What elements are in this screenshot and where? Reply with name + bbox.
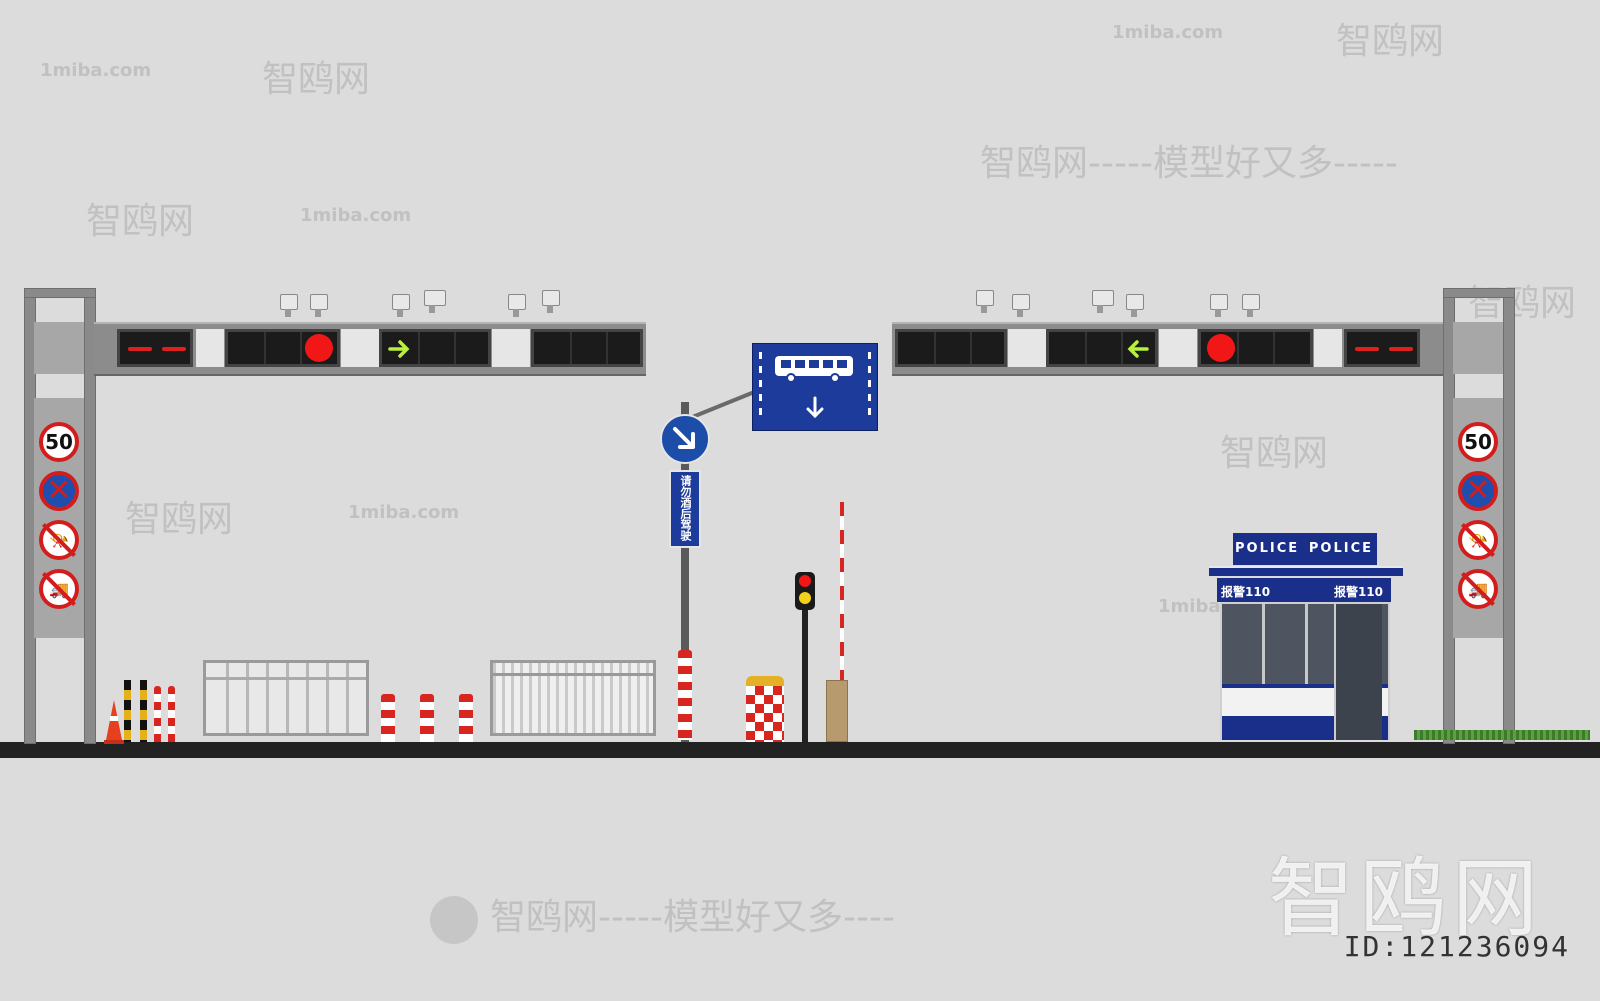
beam-gap	[492, 329, 530, 367]
watermark-brand: 智鸥网	[262, 59, 371, 100]
camera-icon	[1012, 294, 1030, 317]
beam-gap	[341, 329, 379, 367]
watermark-id: ID:121236094	[1343, 930, 1570, 963]
boom-barrier-base	[826, 680, 848, 742]
beam-gap	[1314, 329, 1342, 367]
red-dash-icon	[128, 347, 152, 351]
no-honking-sign-icon: 📯	[39, 520, 79, 560]
traffic-cone-icon	[104, 700, 124, 744]
road-fence	[203, 660, 369, 736]
booth-body	[1220, 602, 1390, 740]
speed-limit-sign: 50	[1458, 422, 1498, 462]
warning-post	[140, 680, 147, 742]
hotline-label: 报警110	[1333, 585, 1383, 599]
camera-icon	[1242, 294, 1260, 317]
watermark-brand: 智鸥网	[125, 499, 234, 540]
road-surface	[0, 742, 1600, 758]
signal-box	[895, 329, 1007, 367]
traffic-light-pole	[802, 600, 808, 742]
signal-box	[1198, 329, 1313, 367]
boom-barrier-arm	[840, 502, 844, 682]
signal-box	[379, 329, 491, 367]
camera-icon	[542, 290, 560, 313]
camera-icon	[976, 290, 994, 313]
watermark-site: 1miba.com	[1112, 22, 1224, 43]
bus-icon	[775, 356, 853, 383]
gantry-pole	[1503, 288, 1515, 744]
watermark-site: 1miba.com	[348, 502, 460, 523]
yellow-light-icon	[799, 592, 811, 604]
camera-icon	[508, 294, 526, 317]
arrow-down-icon	[806, 396, 824, 419]
signal-box	[1046, 329, 1158, 367]
bollard	[420, 694, 434, 742]
booth-roof	[1209, 566, 1403, 576]
hotline-label: 报警110	[1221, 585, 1271, 599]
traffic-light	[795, 572, 815, 610]
beam-gap	[196, 329, 224, 367]
warning-post	[124, 680, 131, 742]
red-light-icon	[1207, 334, 1235, 362]
bollard	[154, 686, 161, 742]
gantry-panel	[1453, 322, 1503, 374]
pole-base-stripes	[678, 650, 692, 740]
camera-icon	[1210, 294, 1228, 317]
beam-gap	[1008, 329, 1046, 367]
camera-icon	[1126, 294, 1144, 317]
sign-pole	[681, 402, 689, 742]
no-trucks-sign-icon: 🚚	[1458, 569, 1498, 609]
watermark-slogan: 智鸥网-----模型好又多-----	[980, 143, 1398, 184]
gantry-cap	[24, 288, 96, 298]
grass-strip	[1414, 730, 1590, 740]
booth-hotline-band: 报警110 报警110	[1217, 578, 1391, 602]
red-dash-icon	[162, 347, 186, 351]
crash-barrel	[746, 676, 784, 742]
watermark-brand: 智鸥网	[1336, 21, 1445, 62]
signal-box	[531, 329, 643, 367]
police-booth-header: POLICE POLICE	[1233, 533, 1377, 565]
watermark-logo-icon	[430, 896, 478, 944]
bollard	[168, 686, 175, 742]
police-label: POLICE	[1308, 541, 1373, 556]
watermark-brand: 智鸥网	[1220, 433, 1329, 474]
gantry-panel	[34, 322, 84, 374]
watermark-slogan-bottom: 智鸥网-----模型好又多----	[490, 897, 895, 938]
no-trucks-sign-icon: 🚚	[39, 569, 79, 609]
watermark-site: 1miba.com	[40, 60, 152, 81]
camera-icon	[424, 290, 446, 313]
signal-box	[1344, 329, 1420, 367]
no-parking-sign-icon: ✕	[39, 471, 79, 511]
speed-limit-sign: 50	[39, 422, 79, 462]
drunk-driving-warning-sign: 请勿酒后驾驶	[669, 470, 701, 548]
camera-icon	[392, 294, 410, 317]
signal-box	[117, 329, 193, 367]
no-honking-sign-icon: 📯	[1458, 520, 1498, 560]
watermark-brand: 智鸥网	[86, 201, 195, 242]
booth-door	[1334, 604, 1382, 740]
red-light-icon	[305, 334, 333, 362]
camera-icon	[280, 294, 298, 317]
watermark-site: 1miba.com	[300, 205, 412, 226]
arrow-left-icon	[1127, 340, 1149, 358]
keep-right-sign	[660, 414, 710, 464]
road-fence	[490, 660, 656, 736]
beam-gap	[1159, 329, 1197, 367]
police-label: POLICE	[1235, 541, 1300, 556]
bollard	[381, 694, 395, 742]
red-dash-icon	[1389, 347, 1413, 351]
bollard	[459, 694, 473, 742]
bus-lane-sign	[752, 343, 878, 431]
camera-icon	[310, 294, 328, 317]
sign-arm	[689, 389, 758, 420]
red-dash-icon	[1355, 347, 1379, 351]
no-parking-sign-icon: ✕	[1458, 471, 1498, 511]
gantry-cap	[1443, 288, 1515, 298]
watermark-brand: 智鸥网	[1468, 283, 1577, 324]
arrow-down-right-icon	[673, 427, 695, 449]
signal-box	[225, 329, 340, 367]
watermark-brand-large: 智鸥网	[1268, 849, 1544, 949]
camera-icon	[1092, 290, 1114, 313]
red-light-icon	[799, 575, 811, 587]
arrow-right-icon	[388, 340, 410, 358]
